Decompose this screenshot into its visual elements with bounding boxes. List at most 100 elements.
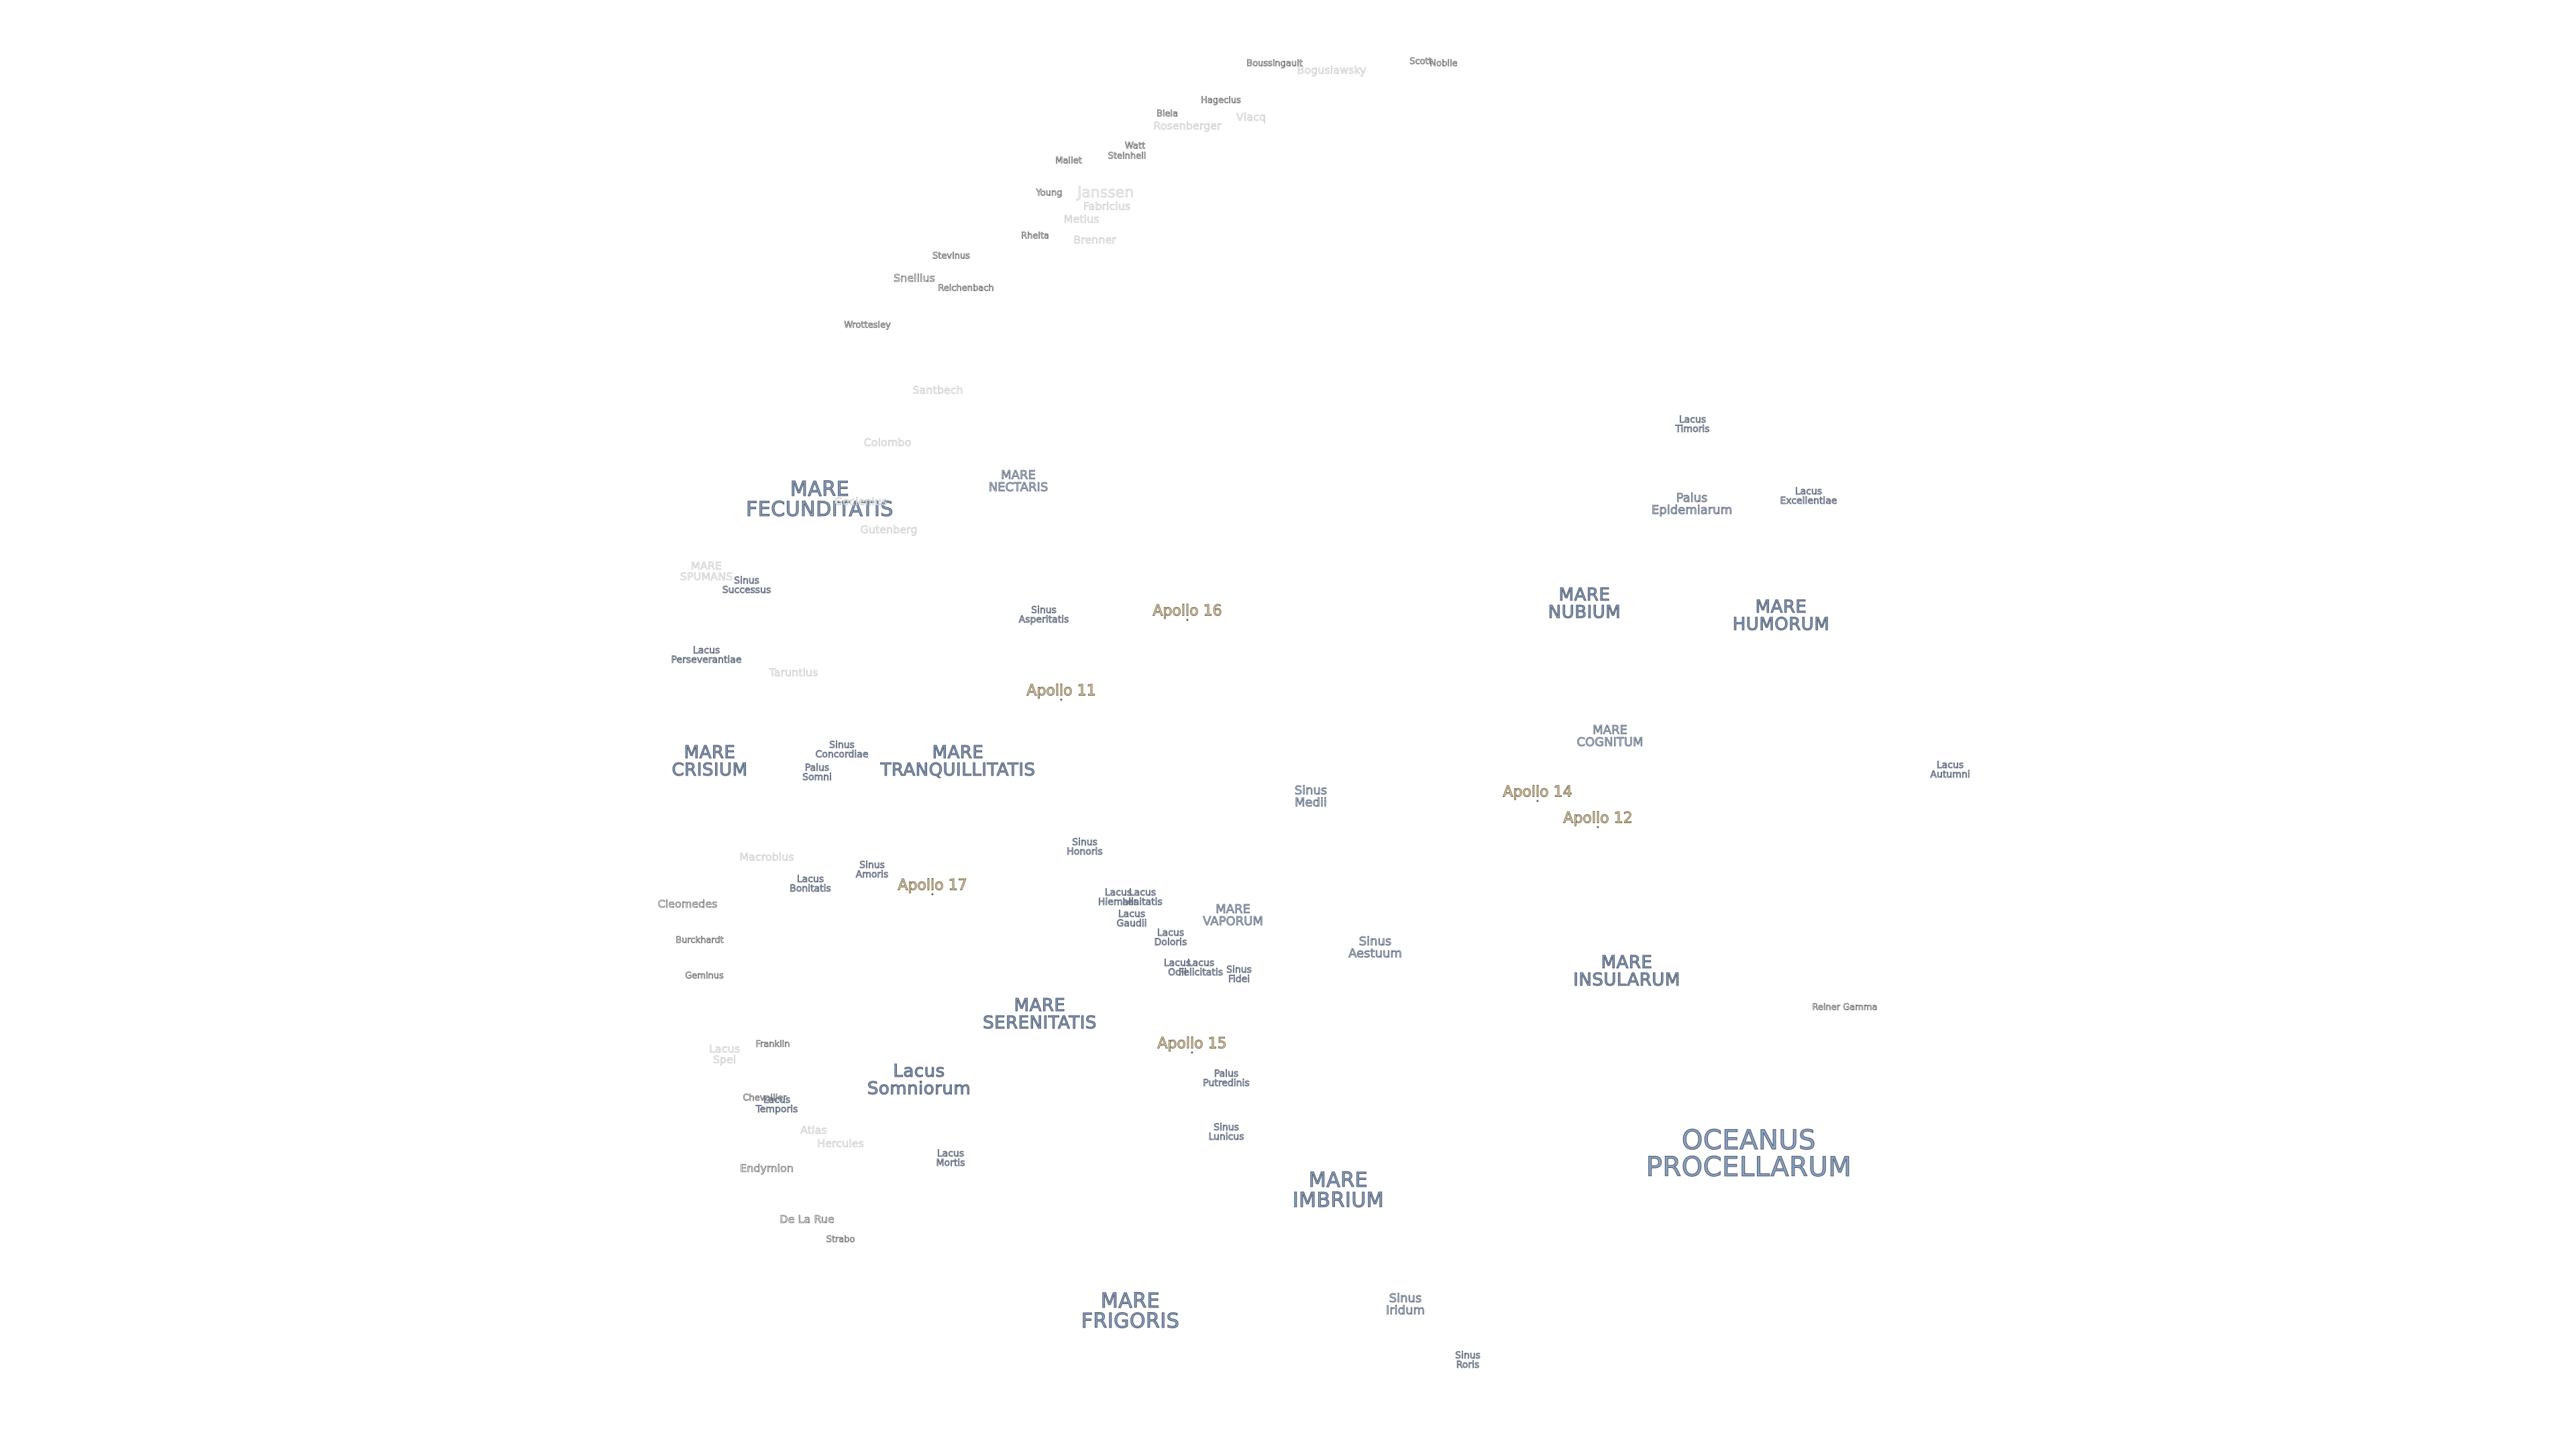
label-text: Burckhardt	[676, 935, 724, 946]
feature-label-sinus-fidei[interactable]: Sinus Fidei	[1226, 965, 1252, 985]
feature-label-palus-epidemiarum[interactable]: Palus Epidemiarum	[1651, 491, 1733, 517]
landing-site-apollo-11[interactable]: Apollo 11	[1026, 684, 1096, 701]
landing-site-apollo-14[interactable]: Apollo 14	[1503, 785, 1572, 802]
crater-label-boguslawsky[interactable]: Boguslawsky	[1297, 64, 1366, 76]
feature-label-sinus-roris[interactable]: Sinus Roris	[1455, 1351, 1481, 1371]
feature-label-lacus-gaudii[interactable]: Lacus Gaudii	[1116, 910, 1147, 929]
crater-label-steinheil[interactable]: Steinheil	[1108, 152, 1146, 161]
crater-label-endymion[interactable]: Endymion	[740, 1163, 794, 1174]
crater-label-santbech[interactable]: Santbech	[912, 384, 963, 396]
landing-site-apollo-12[interactable]: Apollo 12	[1563, 811, 1633, 828]
mare-label-mare-tranquillitatis[interactable]: MARE TRANQUILLITATIS	[880, 743, 1036, 780]
crater-label-mare-spumans[interactable]: MARE SPUMANS	[680, 560, 733, 582]
mare-label-mare-crisium[interactable]: MARE CRISIUM	[672, 743, 748, 780]
crater-label-watt[interactable]: Watt	[1125, 142, 1146, 151]
crater-label-colombo[interactable]: Colombo	[863, 436, 912, 449]
mare-label-mare-humorum[interactable]: MARE HUMORUM	[1732, 598, 1829, 634]
crater-label-macrobius[interactable]: Macrobius	[739, 851, 794, 863]
feature-label-sinus-medii[interactable]: Sinus Medii	[1294, 784, 1327, 809]
label-text: Lacus Bonitatis	[790, 874, 831, 894]
feature-label-sinus-honoris[interactable]: Sinus Honoris	[1067, 838, 1103, 857]
label-text: MARE TRANQUILLITATIS	[880, 743, 1036, 780]
crater-label-metius[interactable]: Metius	[1063, 213, 1099, 225]
crater-label-lacus-spei[interactable]: Lacus Spei	[709, 1043, 741, 1065]
label-text: Strabo	[826, 1234, 855, 1245]
crater-label-vlacq[interactable]: Vlacq	[1236, 111, 1267, 123]
label-text: Sinus Successus	[722, 576, 771, 596]
crater-label-de-la-rue[interactable]: De La Rue	[780, 1214, 835, 1225]
feature-label-lacus-timoris[interactable]: Lacus Timoris	[1675, 415, 1710, 435]
crater-label-mallet[interactable]: Mallet	[1055, 156, 1082, 166]
mare-label-lacus-somniorum[interactable]: Lacus Somniorum	[867, 1063, 971, 1098]
crater-label-young[interactable]: Young	[1036, 189, 1063, 198]
feature-label-mare-nectaris[interactable]: MARE NECTARIS	[988, 469, 1048, 494]
crater-label-geminus[interactable]: Geminus	[685, 971, 724, 981]
landing-site-apollo-17[interactable]: Apollo 17	[898, 877, 967, 896]
feature-label-mare-cognitum[interactable]: MARE COGNITUM	[1576, 724, 1644, 749]
feature-label-lacus-perseverantiae[interactable]: Lacus Perseverantiae	[671, 646, 742, 665]
crater-label-burckhardt[interactable]: Burckhardt	[676, 936, 724, 945]
mare-label-mare-nubium[interactable]: MARE NUBIUM	[1548, 586, 1621, 622]
label-text: Palus Epidemiarum	[1651, 491, 1733, 517]
crater-label-hercules[interactable]: Hercules	[817, 1138, 864, 1149]
crater-label-stevinus[interactable]: Stevinus	[932, 252, 971, 261]
crater-label-rosenberger[interactable]: Rosenberger	[1153, 119, 1222, 132]
feature-label-lacus-bonitatis[interactable]: Lacus Bonitatis	[790, 875, 831, 894]
mare-label-mare-insularum[interactable]: MARE INSULARUM	[1573, 954, 1680, 989]
feature-label-mare-vaporum[interactable]: MARE VAPORUM	[1203, 903, 1263, 928]
crater-label-hagecius[interactable]: Hagecius	[1201, 96, 1241, 105]
crater-label-wrottesley[interactable]: Wrottesley	[844, 321, 891, 330]
crater-label-goclenius[interactable]: Goclenius	[835, 496, 888, 507]
crater-label-franklin[interactable]: Franklin	[755, 1040, 790, 1049]
crater-label-janssen[interactable]: Janssen	[1077, 185, 1134, 201]
label-text: Atlas	[800, 1124, 827, 1136]
crater-label-brenner[interactable]: Brenner	[1073, 234, 1116, 246]
crater-label-nobile[interactable]: Nobile	[1430, 59, 1458, 68]
feature-label-sinus-amoris[interactable]: Sinus Amoris	[855, 861, 888, 880]
landing-marker-icon	[1597, 826, 1599, 828]
crater-label-biela[interactable]: Biela	[1157, 109, 1179, 119]
feature-label-sinus-iridum[interactable]: Sinus Iridum	[1386, 1292, 1426, 1317]
feature-label-lacus-excellentiae[interactable]: Lacus Excellentiae	[1780, 487, 1837, 506]
feature-label-lacus-hiemalis[interactable]: Lacus Hiemalis	[1097, 888, 1138, 908]
feature-label-sinus-successus[interactable]: Sinus Successus	[722, 576, 771, 596]
feature-label-lacus-odii[interactable]: Lacus Odii	[1164, 959, 1191, 978]
crater-label-cleomedes[interactable]: Cleomedes	[657, 898, 718, 910]
feature-label-palus-putredinis[interactable]: Palus Putredinis	[1203, 1069, 1250, 1089]
crater-label-strabo[interactable]: Strabo	[826, 1234, 855, 1245]
mare-label-mare-serenitatis[interactable]: MARE SERENITATIS	[983, 997, 1097, 1032]
crater-label-gutenberg[interactable]: Gutenberg	[860, 524, 918, 535]
crater-label-reichenbach[interactable]: Reichenbach	[938, 284, 994, 293]
mare-label-mare-fecunditatis[interactable]: MARE FECUNDITATIS	[746, 479, 894, 520]
crater-label-chevallier[interactable]: Chevallier	[743, 1093, 787, 1103]
feature-label-lacus-autumni[interactable]: Lacus Autumni	[1930, 761, 1970, 780]
crater-label-snellius[interactable]: Snellius	[894, 272, 936, 284]
crater-label-boussingault[interactable]: Boussingault	[1246, 59, 1303, 68]
landing-site-apollo-15[interactable]: Apollo 15	[1157, 1036, 1227, 1054]
crater-label-taruntius[interactable]: Taruntius	[769, 667, 818, 678]
label-text: MARE CRISIUM	[672, 743, 748, 780]
mare-label-oceanus-procellarum[interactable]: OCEANUS PROCELLARUM	[1646, 1127, 1851, 1181]
crater-label-scott[interactable]: Scott	[1409, 57, 1432, 66]
crater-label-rheita[interactable]: Rheita	[1021, 231, 1050, 241]
feature-label-lacus-mortis[interactable]: Lacus Mortis	[936, 1149, 965, 1169]
label-text: Colombo	[863, 436, 912, 449]
landing-site-apollo-16[interactable]: Apollo 16	[1152, 604, 1222, 621]
feature-label-palus-somni[interactable]: Palus Somni	[802, 763, 833, 783]
crater-label-reiner-gamma[interactable]: Reiner Gamma	[1812, 1003, 1878, 1012]
mare-label-mare-frigoris[interactable]: MARE FRIGORIS	[1081, 1291, 1179, 1332]
label-text: Rosenberger	[1153, 119, 1222, 132]
feature-label-lacus-lenitatis[interactable]: Lacus Lenitatis	[1122, 888, 1163, 908]
feature-label-sinus-aestuum[interactable]: Sinus Aestuum	[1348, 935, 1403, 960]
feature-label-sinus-lunicus[interactable]: Sinus Lunicus	[1208, 1123, 1244, 1142]
feature-label-sinus-asperitatis[interactable]: Sinus Asperitatis	[1018, 606, 1069, 625]
feature-label-lacus-temporis[interactable]: Lacus Temporis	[755, 1095, 798, 1115]
label-text: Apollo 17	[898, 877, 967, 894]
feature-label-lacus-doloris[interactable]: Lacus Doloris	[1154, 928, 1187, 948]
crater-label-fabricius[interactable]: Fabricius	[1083, 201, 1131, 212]
mare-label-mare-imbrium[interactable]: MARE IMBRIUM	[1292, 1170, 1384, 1211]
crater-label-atlas[interactable]: Atlas	[800, 1124, 827, 1136]
feature-label-sinus-concordiae[interactable]: Sinus Concordiae	[815, 741, 869, 760]
feature-label-lacus-felicitatis[interactable]: Lacus Felicitatis	[1179, 959, 1224, 978]
